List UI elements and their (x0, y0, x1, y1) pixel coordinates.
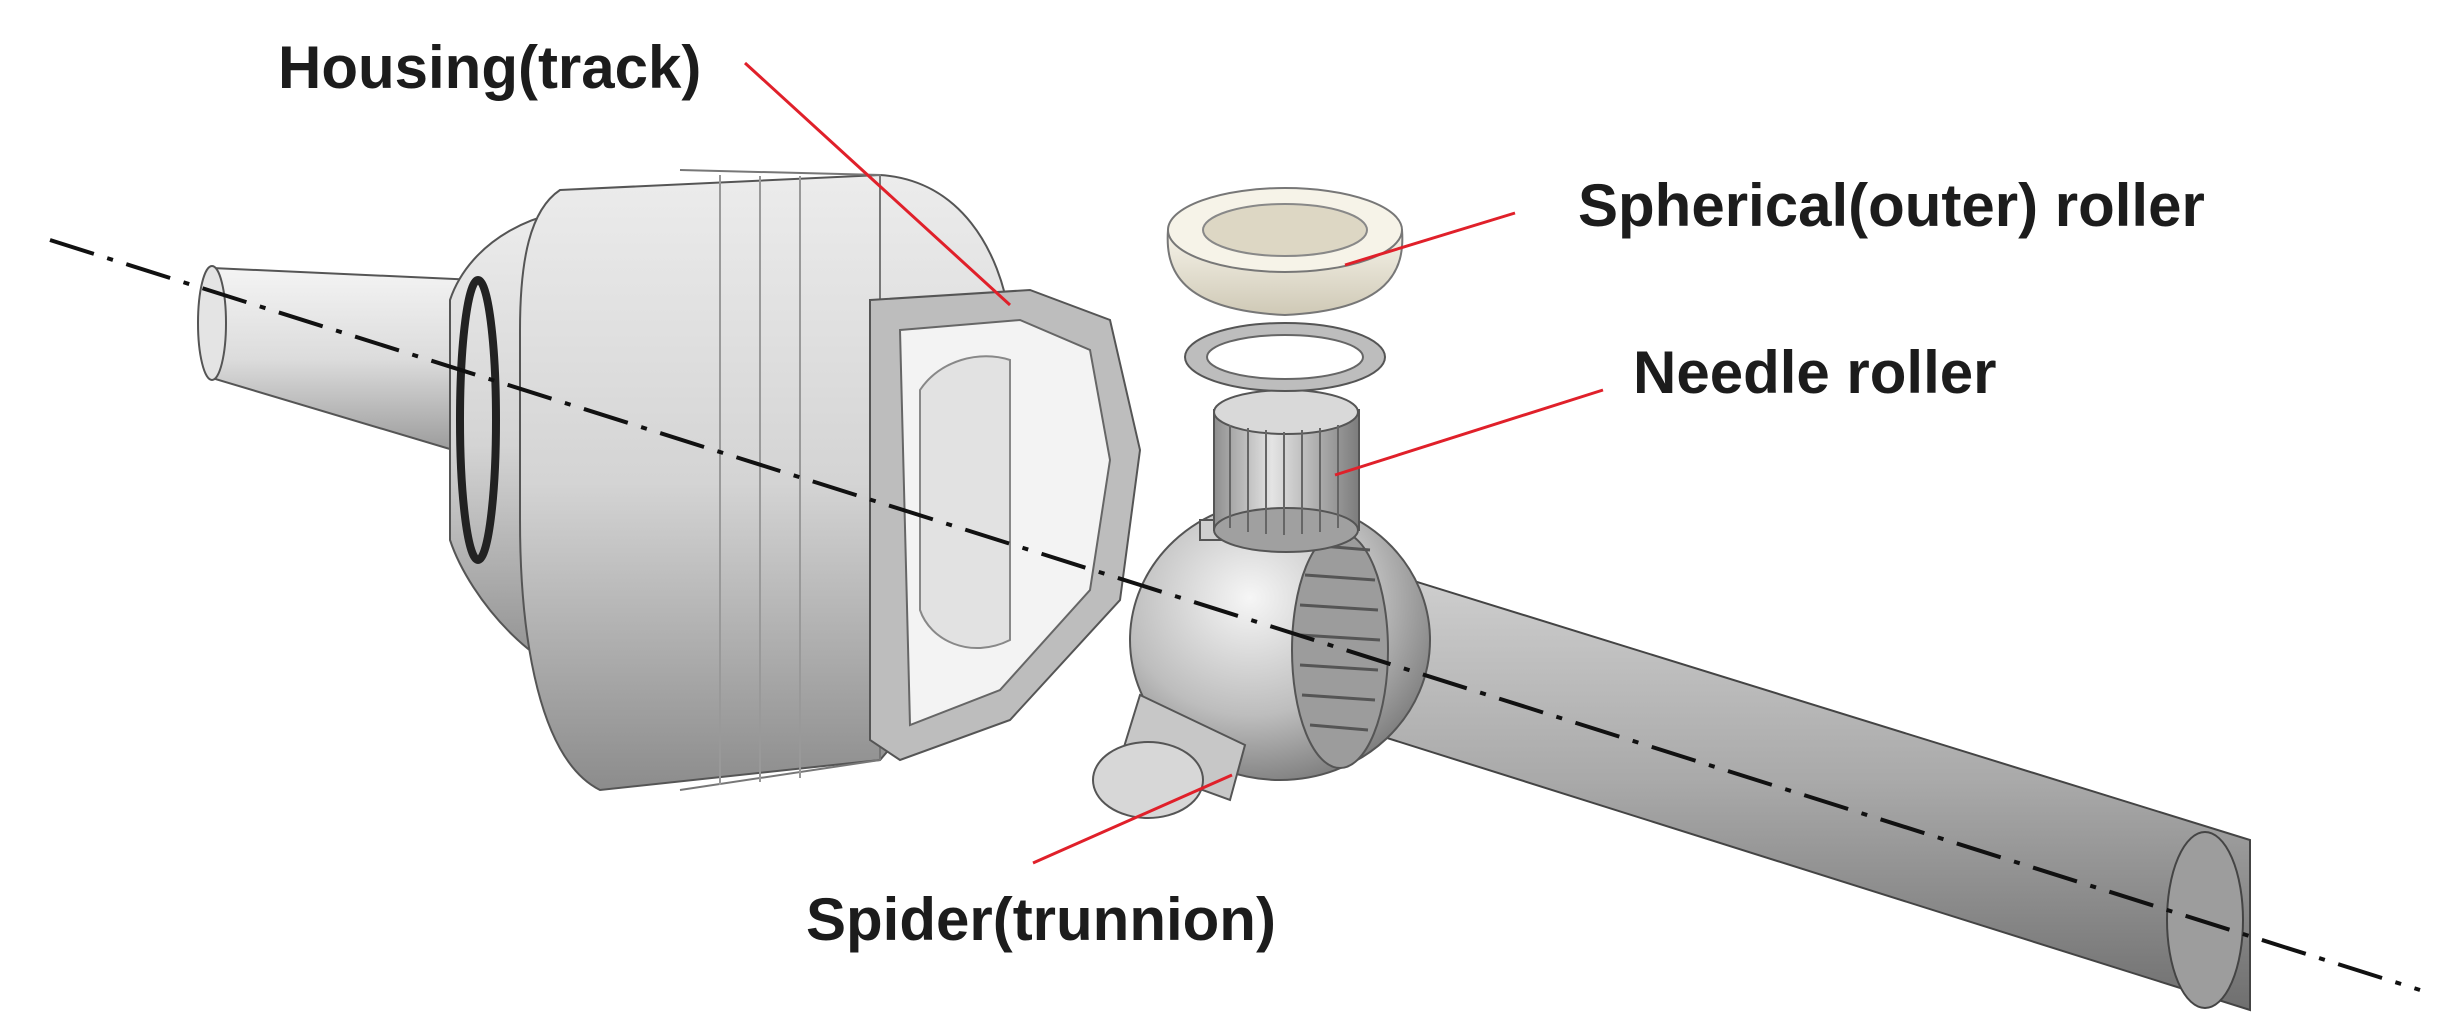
needle-roller (1213, 389, 1360, 553)
output-shaft (1329, 553, 2251, 1012)
spider-label: Spider(trunnion) (806, 886, 1276, 953)
spider-leader-line (1032, 773, 1233, 865)
center-axis-line (49, 238, 2421, 992)
housing-track (449, 169, 1142, 792)
housing-label: Housing(track) (278, 34, 702, 101)
spherical-outer-roller (1166, 187, 1404, 317)
housing-leader-line (743, 61, 1012, 307)
spherical-roller-leader-line (1344, 211, 1516, 267)
retaining-ring (1184, 322, 1386, 392)
needle-roller-label: Needle roller (1633, 339, 1997, 406)
needle-roller-leader-line (1334, 388, 1604, 477)
spherical-roller-label: Spherical(outer) roller (1578, 172, 2205, 239)
